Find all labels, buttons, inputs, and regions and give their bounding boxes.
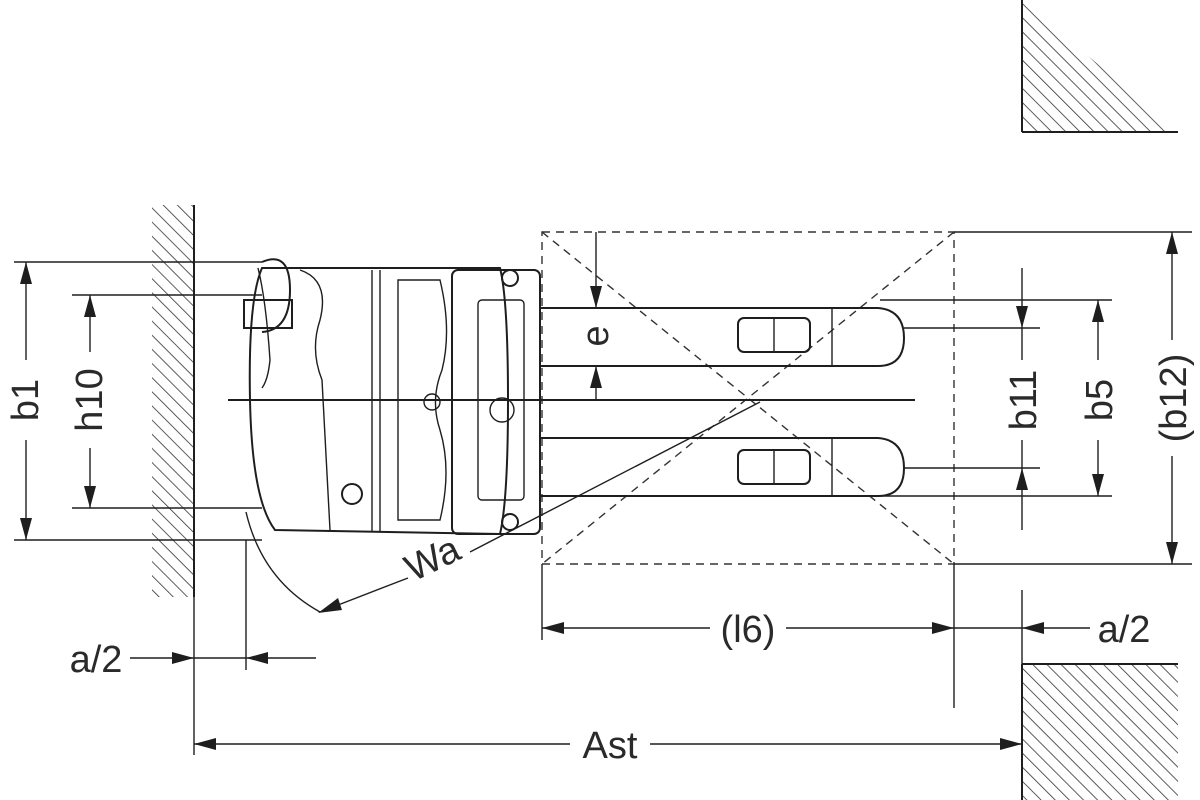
label-h10: h10 <box>69 368 111 431</box>
wheel-top-icon <box>501 269 519 287</box>
label-b12: (b12) <box>1153 354 1195 443</box>
label-l6: (l6) <box>721 609 776 651</box>
label-a2-left: a/2 <box>70 639 123 681</box>
top-right-wall <box>1021 0 1178 133</box>
dim-e <box>590 268 602 400</box>
label-ast: Ast <box>583 725 638 767</box>
label-b1: b1 <box>5 379 47 421</box>
dim-l6 <box>542 622 954 634</box>
extension-lines <box>14 231 1192 755</box>
pallet-outline <box>541 231 955 565</box>
dim-ast <box>194 738 1022 750</box>
dim-b1 <box>20 262 32 540</box>
dim-b11 <box>1016 268 1028 530</box>
label-b5: b5 <box>1079 379 1121 421</box>
dim-a2-left <box>130 652 316 664</box>
label-b11: b11 <box>1003 370 1045 431</box>
label-wa: Wa <box>399 528 468 590</box>
tiller-handle <box>243 258 293 389</box>
label-e: e <box>575 325 617 346</box>
dim-b5 <box>1092 300 1104 496</box>
left-wall <box>152 205 195 597</box>
dim-a2-right <box>954 622 1090 634</box>
dim-wa <box>245 401 761 613</box>
fork-carriage <box>451 269 541 535</box>
wheel-bottom-icon <box>501 513 519 531</box>
fork-top <box>540 307 906 367</box>
dim-h10 <box>84 295 96 508</box>
bottom-right-wall <box>1021 663 1178 800</box>
label-a2-right: a/2 <box>1098 609 1151 651</box>
key-knob-icon <box>341 483 363 505</box>
truck-body <box>243 258 541 536</box>
dim-b12 <box>1166 232 1178 564</box>
